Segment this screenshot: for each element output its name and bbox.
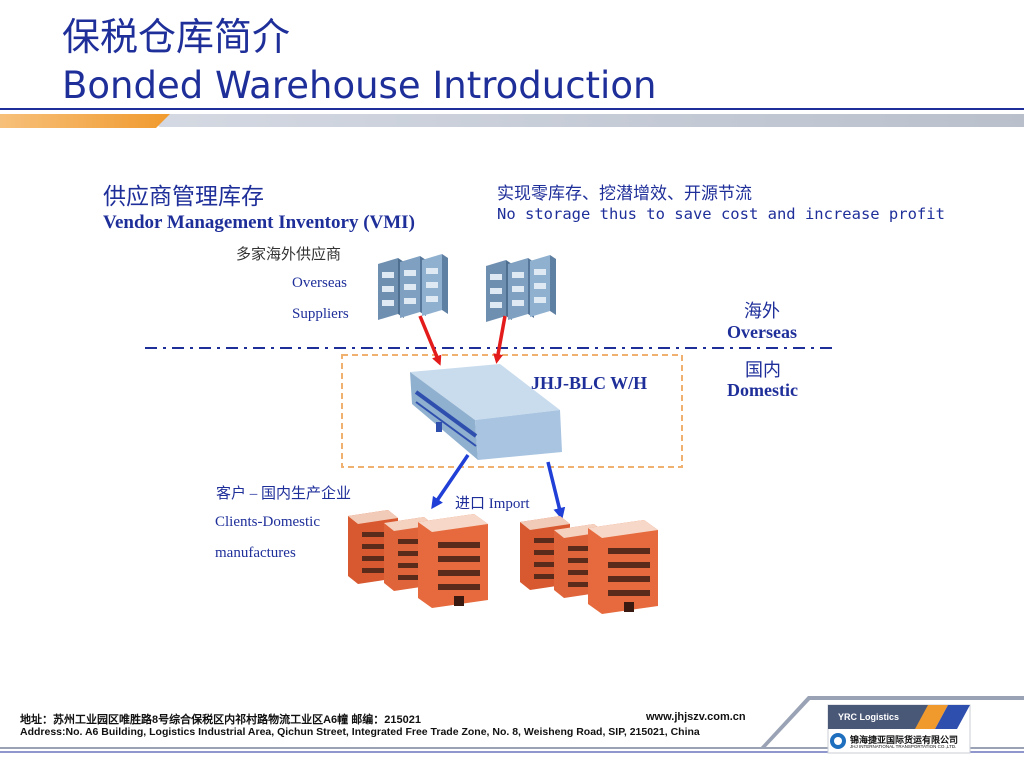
supplier-arrow-right	[493, 315, 507, 364]
import-arrow-left	[431, 454, 470, 510]
warehouse-frame	[341, 354, 683, 468]
warehouse-building	[410, 364, 562, 460]
logo-text-cn: 锦海捷亚国际货运有限公司	[850, 736, 959, 746]
footer-address-cn: 地址：苏州工业园区唯胜路8号综合保税区内祁村路物流工业区A6幢 邮编：21502…	[20, 714, 421, 726]
import-label: 进口 Import	[455, 496, 530, 512]
suppliers-label-en-line2: Suppliers	[292, 306, 349, 322]
import-arrow-right	[546, 461, 566, 520]
page-title-cn: 保税仓库简介	[62, 15, 291, 59]
clients-label-cn: 客户 – 国内生产企业	[216, 486, 352, 502]
supplier-building-group-right	[486, 255, 556, 322]
supplier-arrow-left	[418, 315, 442, 366]
zone-overseas-en: Overseas	[727, 322, 797, 342]
warehouse-label: JHJ-BLC W/H	[531, 373, 648, 393]
company-logo	[827, 704, 971, 754]
zone-domestic-en: Domestic	[727, 380, 798, 400]
goal-text-en: No storage thus to save cost and increas…	[497, 205, 945, 223]
vmi-title-cn: 供应商管理库存	[103, 184, 264, 209]
goal-text-cn: 实现零库存、挖潜增效、开源节流	[497, 184, 752, 203]
header-band	[0, 108, 1024, 128]
logo-text-top: YRC Logistics	[838, 712, 900, 722]
zone-domestic-cn: 国内	[745, 360, 781, 380]
suppliers-label-en-line1: Overseas	[292, 275, 347, 291]
clients-label-en-line2: manufactures	[215, 545, 296, 561]
logo-text-en: JHJ INTERNATIONAL TRANSPORTATION CO.,LTD…	[850, 744, 957, 749]
supplier-building-group-left	[378, 254, 448, 320]
page-title-en: Bonded Warehouse Introduction	[62, 64, 657, 107]
zone-overseas-cn: 海外	[744, 301, 780, 321]
vmi-title-en: Vendor Management Inventory (VMI)	[103, 212, 415, 233]
footer-address-en: Address:No. A6 Building, Logistics Indus…	[20, 726, 700, 738]
suppliers-label-cn: 多家海外供应商	[236, 247, 342, 263]
clients-label-en-line1: Clients-Domestic	[215, 514, 320, 530]
client-building-group-right	[520, 516, 658, 614]
footer-website[interactable]: www.jhjszv.com.cn	[646, 711, 746, 723]
client-building-group-left	[348, 510, 488, 608]
